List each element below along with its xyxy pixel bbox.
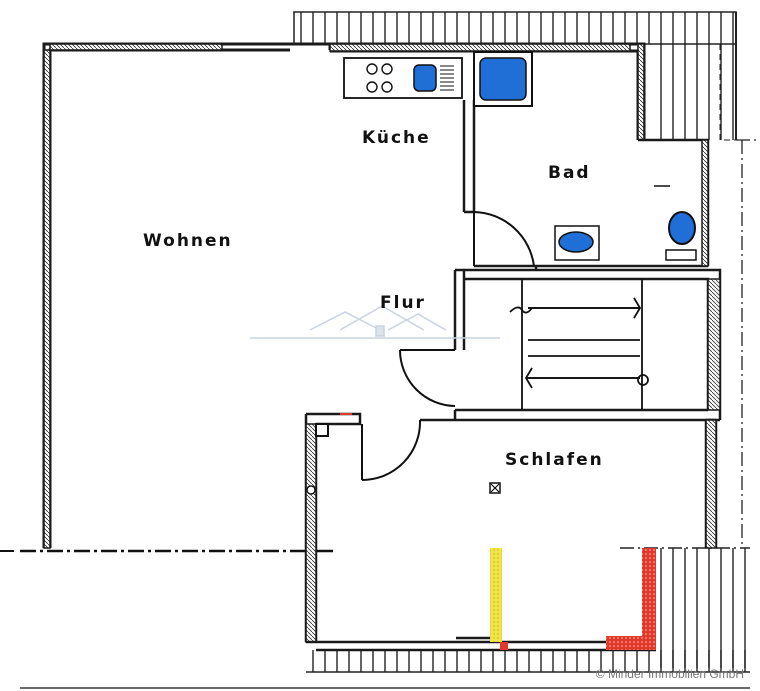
stove-burner-icon: [366, 63, 378, 75]
roof-slope-top: [293, 11, 737, 45]
stair-arrow-up-icon: [528, 297, 642, 319]
wall-schlafen-left-hatch: [305, 423, 317, 643]
washbasin-icon: [558, 231, 594, 253]
room-label-wohnen: Wohnen: [143, 231, 233, 251]
room-label-schlafen: Schlafen: [505, 450, 604, 470]
outer-walls: [42, 42, 646, 548]
door-schlafen: [361, 419, 422, 481]
wall-right-kitchen-hatch: [637, 43, 645, 141]
drainboard-icon: [440, 65, 454, 91]
door-flur: [399, 349, 456, 407]
wall-bath-right-hatch: [701, 139, 709, 267]
washbasin: [554, 225, 600, 261]
wall-stair-right-hatch: [707, 278, 721, 411]
copyright-text: © Minder Immobilien GmbH: [596, 667, 744, 681]
staircase: [509, 279, 643, 410]
wall-top-hatch: [49, 43, 223, 51]
shower-tray: [473, 51, 533, 107]
kitchen-counter: [343, 57, 463, 99]
roof-outline-inner: [719, 44, 742, 141]
watermark-logo: [250, 305, 500, 339]
stove-burner-icon: [381, 63, 393, 75]
chimney: [315, 423, 329, 437]
yellow-beam: [490, 548, 502, 642]
shower-icon: [479, 57, 527, 101]
roof-slope-bottom-right: [620, 547, 750, 668]
bad-label-shadow: [598, 140, 638, 180]
red-post: [500, 642, 508, 650]
stove-burner-icon: [366, 81, 378, 93]
schlafen-bottom-wall: [306, 636, 656, 652]
socket-marker: [306, 485, 316, 495]
stove-burner-icon: [381, 81, 393, 93]
roof-slope-right: [650, 12, 737, 140]
door-bath: [473, 211, 535, 267]
stair-arrow-down-icon: [524, 367, 649, 389]
room-label-bad: Bad: [548, 163, 591, 183]
toilet: [665, 211, 697, 261]
ceiling-light-icon: [489, 482, 501, 494]
wall-left-hatch: [43, 49, 51, 549]
wall-schlafen-right-hatch: [705, 419, 717, 549]
room-label-flur: Flur: [380, 293, 426, 313]
wall-top-kitchen-hatch: [329, 43, 631, 52]
room-label-kueche: Küche: [362, 128, 431, 148]
dormer-red-wall: [606, 548, 656, 650]
roof-slope-bottom: [306, 650, 750, 673]
toilet-icon: [668, 211, 696, 245]
sink-icon: [413, 64, 437, 92]
